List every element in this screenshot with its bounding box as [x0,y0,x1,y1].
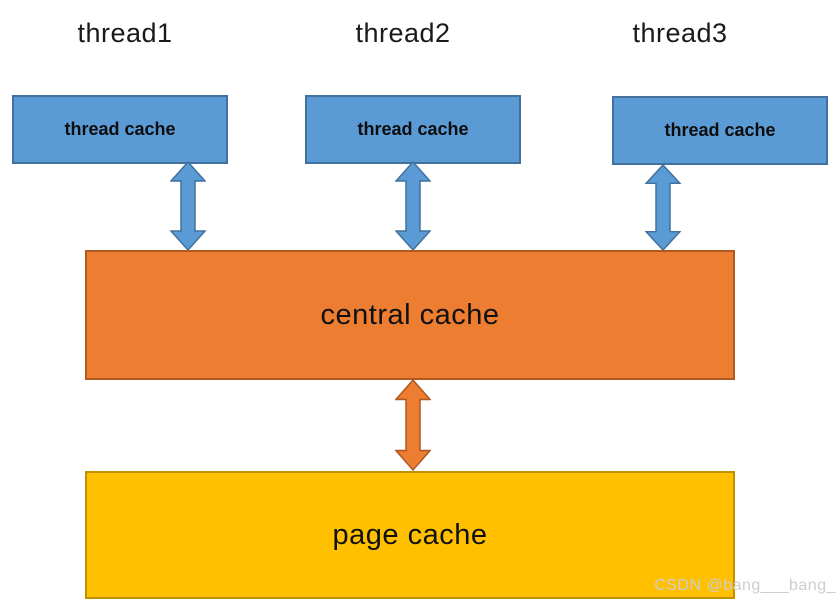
thread-cache-box-3-label: thread cache [664,120,776,140]
thread1-label: thread1 [77,18,173,48]
thread3-label: thread3 [632,18,728,48]
central-cache-label: central cache [320,298,500,331]
csdn-watermark: CSDN @bang___bang_ [654,577,836,594]
double-arrow-icon [645,164,681,251]
thread-cache-box-2: thread cache [305,95,521,164]
page-cache-label: page cache [332,518,488,551]
page-cache-box: page cache [85,471,735,599]
thread2-label: thread2 [355,18,451,48]
thread-cache-box-3: thread cache [612,96,828,165]
double-arrow-icon [395,379,431,471]
thread-cache-box-2-label: thread cache [357,119,469,139]
central-cache-box: central cache [85,250,735,380]
double-arrow-icon [170,161,206,251]
double-arrow-icon [395,161,431,251]
thread-cache-box-1: thread cache [12,95,228,164]
thread-cache-box-1-label: thread cache [64,119,176,139]
